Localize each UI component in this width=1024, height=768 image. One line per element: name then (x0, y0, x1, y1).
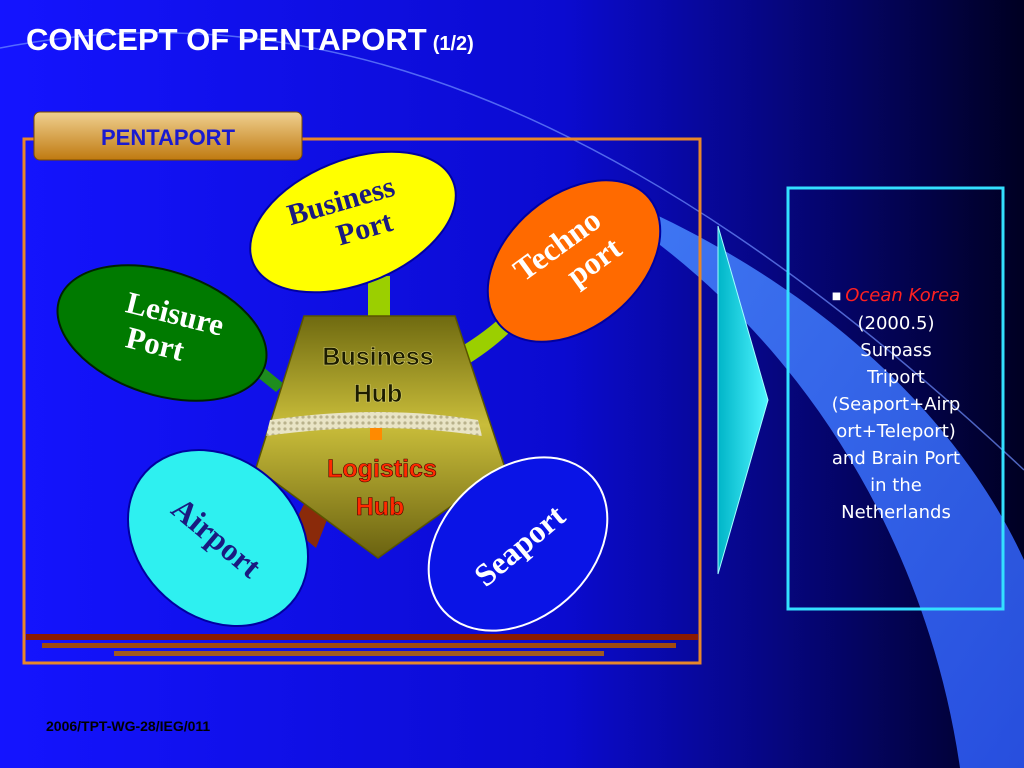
hub-divider-band (266, 412, 482, 436)
pentaport-banner-label: PENTAPORT (101, 125, 236, 150)
note-box (786, 186, 1005, 611)
stripe-3 (114, 651, 604, 656)
stripe-2 (42, 643, 676, 648)
leisure-port-ellipse (56, 264, 268, 402)
seaport-ellipse (427, 456, 609, 632)
note-source-line: ■Ocean Korea (808, 282, 984, 310)
note-line: (Seaport+Airp (831, 393, 961, 415)
decor-swoosh (600, 190, 1024, 768)
stripe-1 (26, 634, 698, 640)
note-line: and Brain Port (831, 447, 961, 469)
hub-logistics-line1: Logistics (327, 455, 437, 483)
bullet-icon: ■ (831, 290, 842, 302)
note-source: Ocean Korea (845, 285, 961, 306)
note-line: (2000.5) (857, 312, 935, 334)
techno-port-ellipse (486, 179, 662, 343)
title-main: CONCEPT OF PENTAPORT (26, 22, 427, 57)
title-sub: (1/2) (432, 33, 474, 55)
decor-swoosh-line (0, 31, 1024, 471)
note-line: Surpass (860, 339, 932, 361)
airport-ellipse (127, 448, 309, 628)
diagram-frame (22, 137, 702, 665)
hub-business-line2: Hub (354, 380, 403, 408)
slide-title: CONCEPT OF PENTAPORT(1/2) (26, 22, 474, 58)
pentaport-banner (33, 111, 303, 161)
connector-business (368, 276, 390, 320)
hub-logistics-line2: Hub (356, 493, 405, 521)
business-port-ellipse (249, 150, 457, 294)
note-text: ■Ocean Korea (2000.5) Surpass Triport (S… (808, 282, 984, 526)
hub-center-marker (370, 428, 382, 440)
note-line: Triport (867, 366, 925, 388)
note-line: Netherlands (841, 501, 951, 523)
note-line: ort+Teleport) (836, 420, 956, 442)
slide-footer: 2006/TPT-WG-28/IEG/011 (46, 718, 211, 734)
note-line: in the (870, 474, 922, 496)
hub-business-line1: Business (322, 343, 433, 371)
right-arrow-icon (717, 225, 769, 575)
